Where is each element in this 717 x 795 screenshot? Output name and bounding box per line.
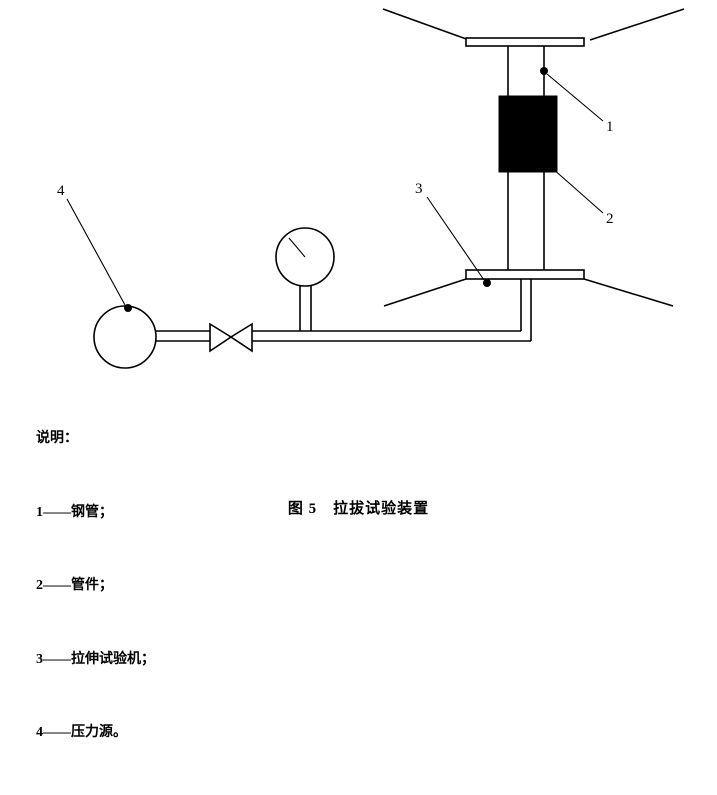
upper-crosshead-plate: [465, 37, 585, 47]
leader-line-4: [66, 198, 126, 306]
legend-item-2: 2——管件；: [36, 578, 113, 593]
leader-line-3: [426, 196, 485, 281]
figure-5-pull-test-apparatus: 1 2 3 4 说明： 1——钢管； 2——管件； 3——拉伸试验机； 4——压…: [36, 8, 685, 740]
lower-crosshead-plate: [465, 269, 585, 280]
pressure-source: [93, 305, 157, 369]
leader-line-2: [551, 167, 604, 214]
apparatus-diagram: 1 2 3 4: [57, 8, 685, 369]
callout-4: 4: [57, 183, 65, 199]
callout-2: 2: [606, 211, 614, 227]
figure-caption: 图 5 拉拔试验装置: [287, 501, 430, 517]
callout-dot-3: [483, 279, 491, 287]
leader-line-1: [546, 73, 604, 122]
legend-title: 说明：: [36, 431, 78, 446]
frame-top-left-slant: [382, 8, 470, 41]
callout-dot-1: [540, 67, 548, 75]
gauge-needle: [288, 237, 306, 258]
callout-1: 1: [606, 119, 614, 135]
pipe-fitting-block: [498, 95, 558, 173]
valve-right-triangle: [229, 322, 253, 353]
callout-3: 3: [415, 181, 423, 197]
legend-item-1: 1——钢管；: [36, 504, 113, 520]
legend-item-3: 3——拉伸试验机；: [36, 651, 155, 667]
frame-top-right-slant: [589, 8, 685, 41]
frame-bottom-left-slant: [383, 278, 467, 307]
legend-item-4: 4——压力源。: [36, 725, 127, 740]
frame-bottom-right-slant: [583, 278, 674, 307]
callout-dot-4: [124, 304, 132, 312]
legend: 说明： 1——钢管； 2——管件； 3——拉伸试验机； 4——压力源。: [36, 378, 155, 795]
valve-left-triangle: [209, 322, 233, 353]
